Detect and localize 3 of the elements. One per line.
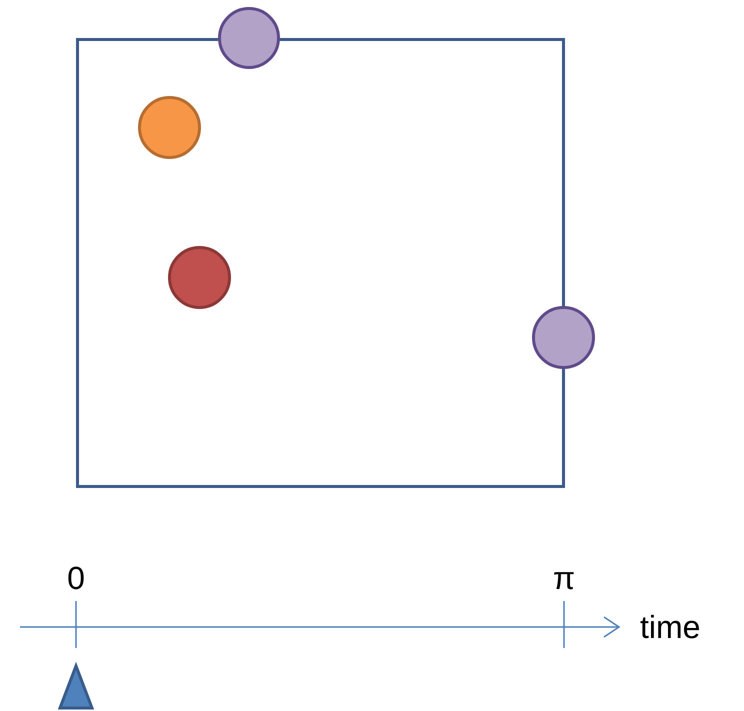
tick-label: 0 (67, 560, 85, 596)
axis-label: time (640, 609, 700, 645)
tick-label: π (552, 560, 576, 596)
